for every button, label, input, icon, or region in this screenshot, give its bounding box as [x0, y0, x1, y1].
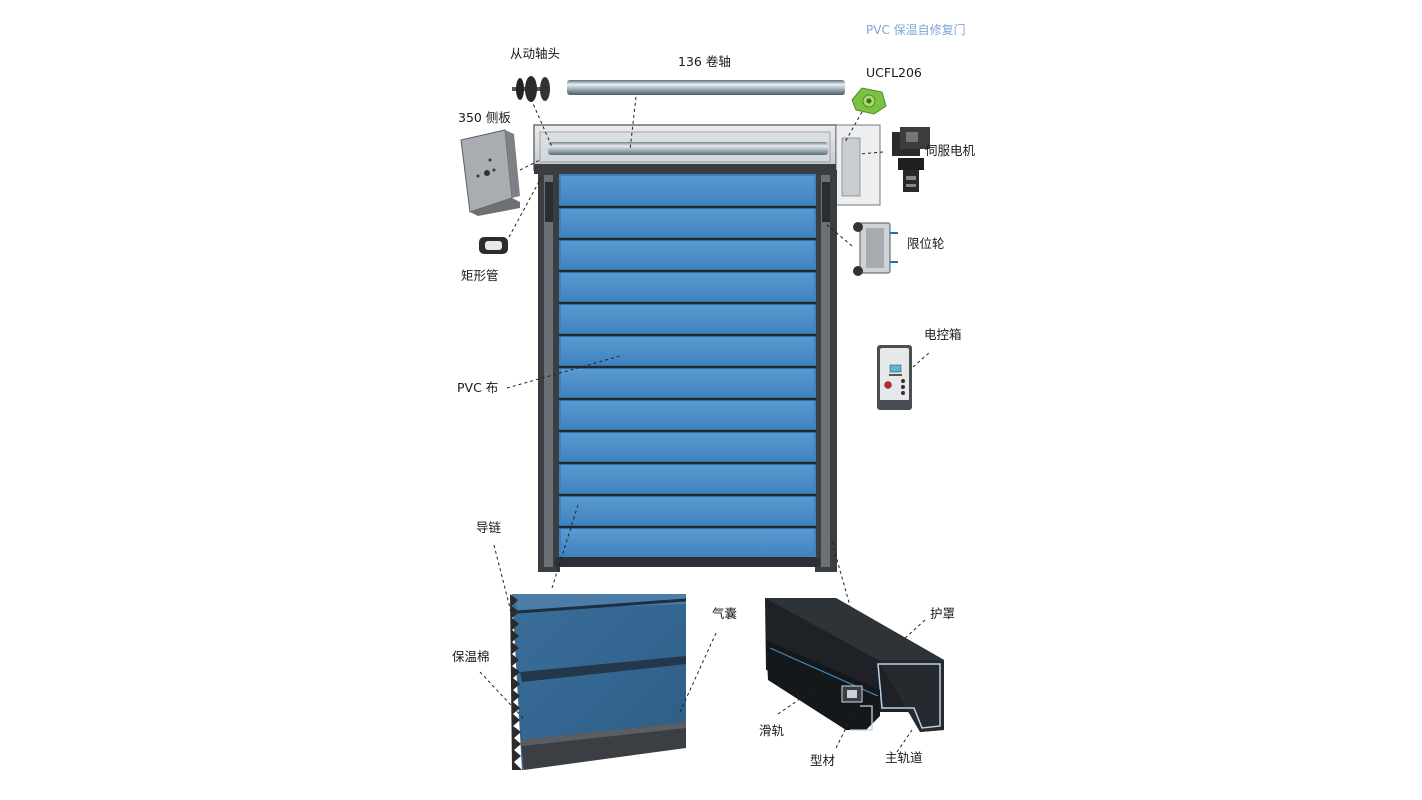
pvc-curtain — [555, 174, 820, 567]
label-profile: 型材 — [810, 753, 836, 768]
label-control-box: 电控箱 — [924, 327, 962, 342]
roller-shaft-part — [567, 80, 845, 95]
track-detail-view — [765, 598, 944, 732]
label-insulation-cotton: 保温棉 — [452, 649, 490, 664]
head-box — [533, 124, 881, 206]
label-rect-tube: 矩形管 — [461, 268, 499, 283]
limit-wheel-part — [853, 222, 898, 276]
bearing-part — [851, 87, 887, 115]
servo-motor-part — [892, 127, 930, 192]
driven-shaft-head-part — [512, 76, 550, 102]
control-box-part — [877, 345, 912, 410]
curtain-seams — [559, 205, 816, 529]
curtain-detail-view — [510, 594, 687, 770]
label-limit-wheel: 限位轮 — [907, 236, 945, 251]
label-side-plate: 350 侧板 — [458, 110, 511, 125]
label-servo-motor: 伺服电机 — [925, 143, 976, 158]
label-roller-shaft: 136 卷轴 — [678, 54, 731, 69]
rect-tube-part — [479, 237, 508, 254]
label-slide-rail: 滑轨 — [759, 723, 785, 738]
label-driven-shaft-head: 从动轴头 — [510, 46, 561, 61]
label-airbag: 气囊 — [712, 606, 738, 621]
side-plate-part — [460, 129, 520, 216]
label-cover: 护罩 — [930, 606, 956, 621]
label-main-track: 主轨道 — [885, 750, 923, 765]
curtain-slats — [561, 176, 814, 557]
bottom-bar — [555, 557, 820, 567]
diagram-title: PVC 保温自修复门 — [866, 23, 966, 37]
label-pvc-cloth: PVC 布 — [457, 380, 499, 395]
leader-lines — [479, 96, 931, 753]
label-guide-chain: 导链 — [476, 520, 502, 535]
label-bearing: UCFL206 — [866, 65, 922, 80]
door-frame — [538, 170, 837, 572]
